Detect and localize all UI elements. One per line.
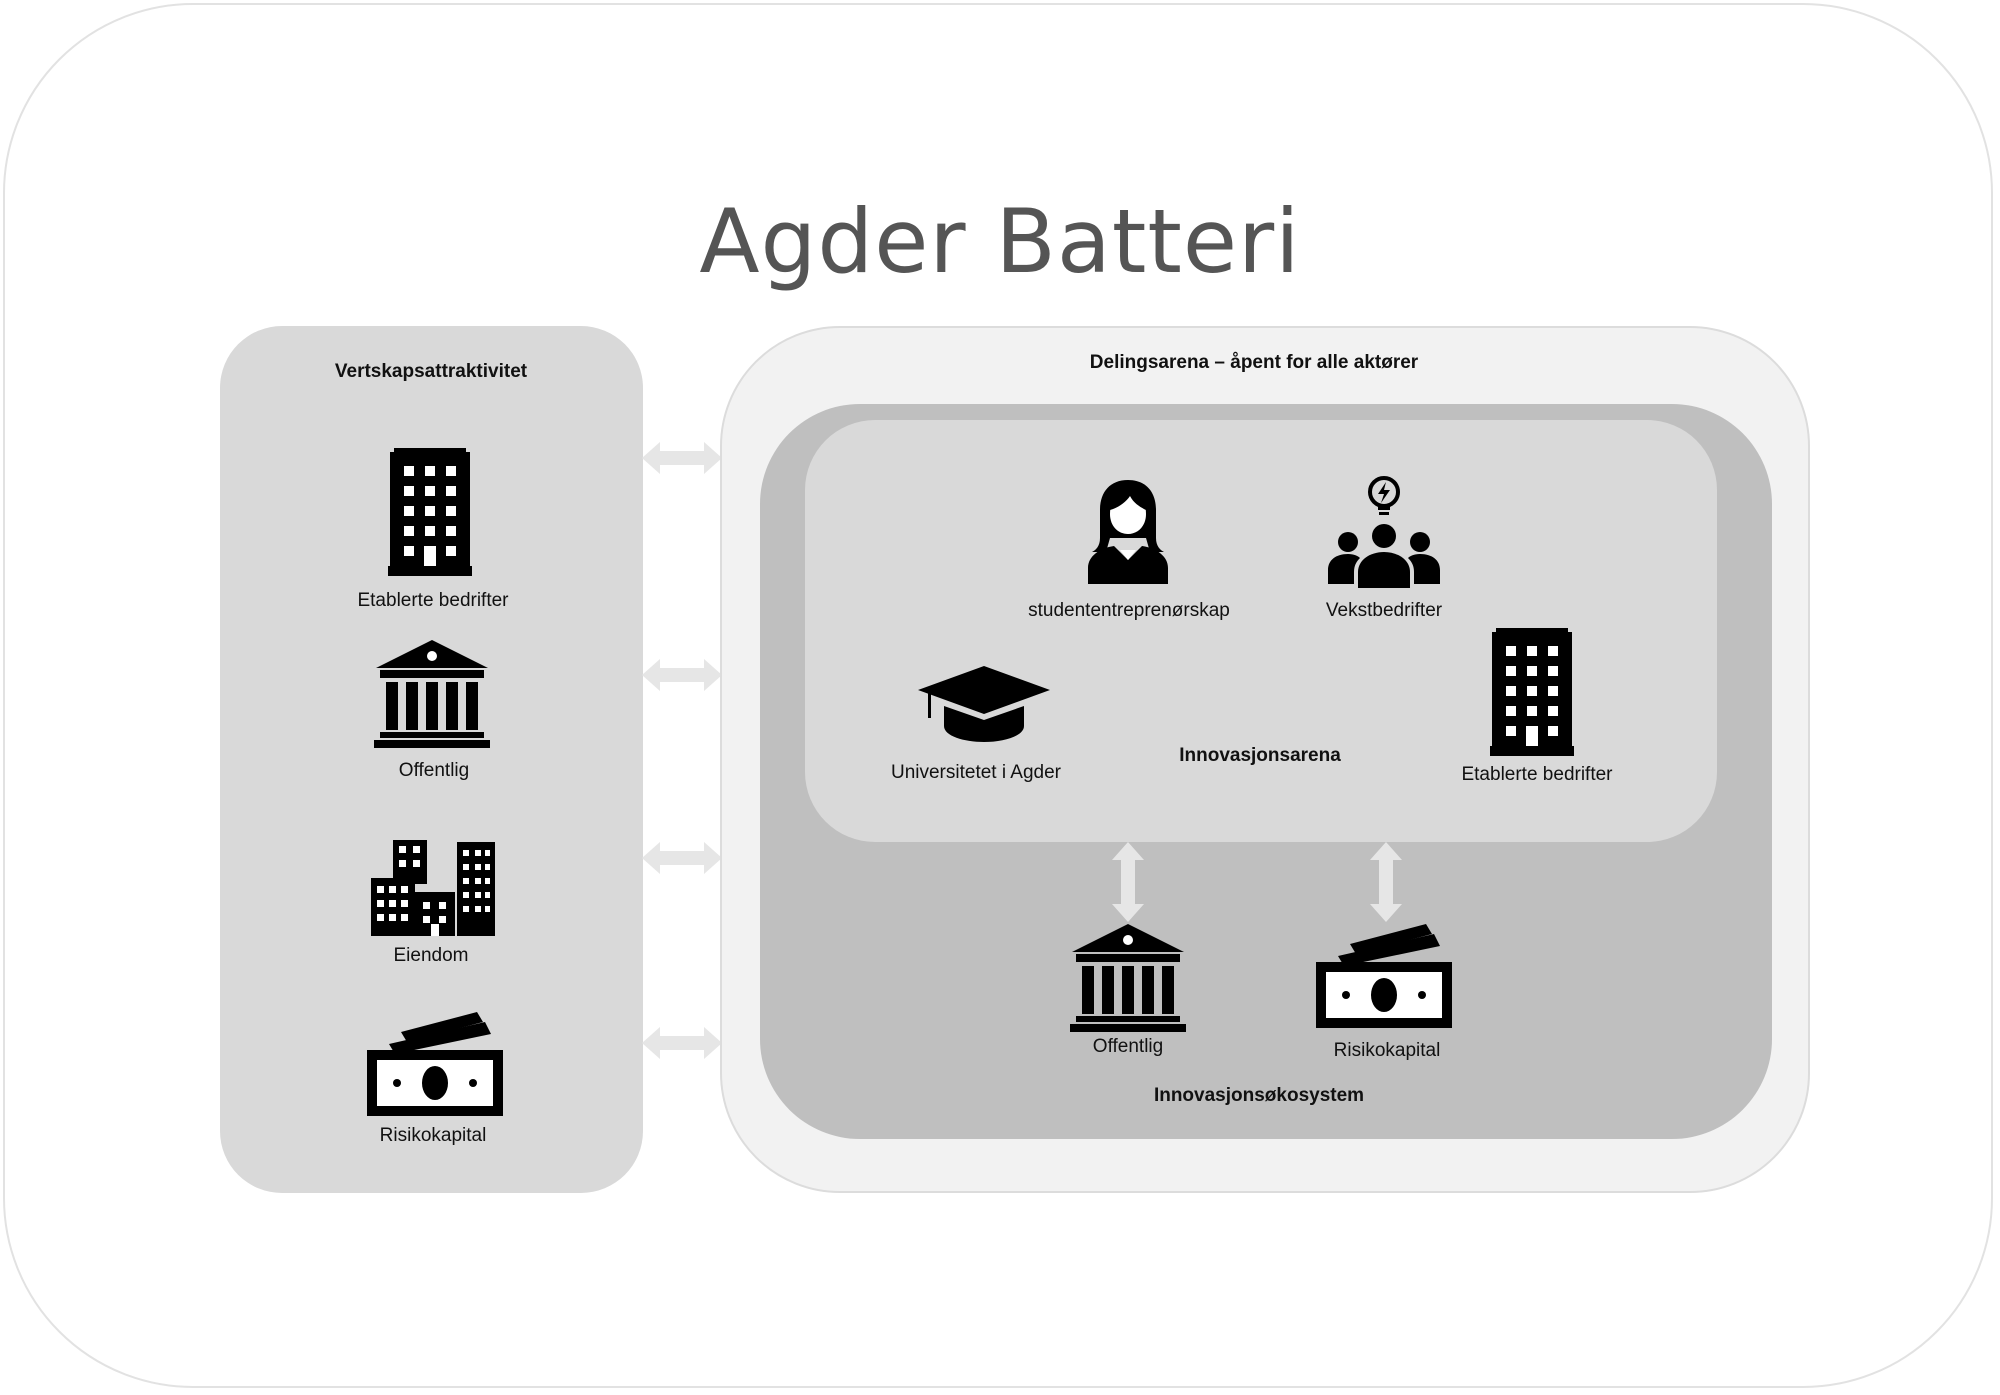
student-icon [1088, 480, 1168, 584]
office-building-icon [1490, 628, 1574, 756]
money-icon [367, 1012, 503, 1116]
left-item-label: Etablerte bedrifter [357, 590, 509, 611]
double-arrow-icon [1108, 842, 1148, 922]
left-item-label: Offentlig [398, 760, 470, 781]
arena-item-label: Vekstbedrifter [1325, 600, 1443, 621]
innovation-ecosystem-heading: Innovasjonsøkosystem [1153, 1085, 1365, 1106]
arena-item-label: Universitetet i Agder [890, 762, 1062, 783]
left-item-label: Risikokapital [379, 1125, 487, 1146]
innovation-arena-heading: Innovasjonsarena [1179, 745, 1341, 766]
double-arrow-icon [642, 655, 722, 695]
double-arrow-icon [1366, 842, 1406, 922]
ecosystem-item-label: Offentlig [1092, 1036, 1164, 1057]
government-building-icon [374, 640, 490, 748]
diagram-title: Agder Batteri [699, 190, 1301, 293]
government-building-icon [1070, 924, 1186, 1032]
graduation-cap-icon [918, 666, 1050, 742]
host-attractiveness-heading: Vertskapsattraktivitet [334, 361, 528, 382]
office-building-icon [388, 448, 472, 576]
arena-item-label: Etablerte bedrifter [1461, 764, 1613, 785]
money-icon [1316, 924, 1452, 1028]
double-arrow-icon [642, 838, 722, 878]
sharing-arena-heading: Delingsarena – åpent for alle aktører [1089, 352, 1419, 373]
double-arrow-icon [642, 438, 722, 478]
arena-item-label: studententreprenørskap [1028, 600, 1230, 621]
double-arrow-icon [642, 1023, 722, 1063]
left-item-label: Eiendom [393, 945, 469, 966]
ecosystem-item-label: Risikokapital [1333, 1040, 1441, 1061]
city-buildings-icon [371, 840, 495, 936]
team-idea-icon [1328, 476, 1440, 588]
